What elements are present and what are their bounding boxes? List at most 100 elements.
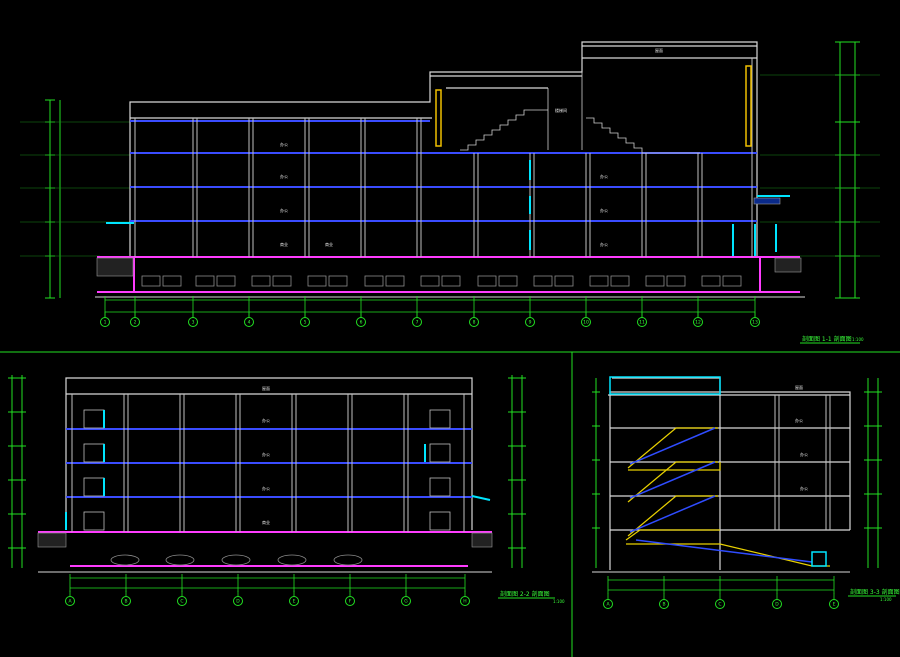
view-title: 剖面图 2-2 剖面图 bbox=[500, 590, 550, 598]
axis-label: 4 bbox=[248, 320, 251, 326]
axis-label: 2 bbox=[134, 320, 137, 326]
axis-label: 5 bbox=[304, 320, 307, 326]
axis-label: D bbox=[236, 599, 240, 605]
axis-bubble bbox=[65, 596, 75, 606]
axis-bubbles-3: A B C D E bbox=[603, 593, 839, 609]
room-label: 屋面 bbox=[262, 385, 270, 391]
view-title: 剖面图 3-3 剖面图 bbox=[850, 588, 900, 596]
axis-label: A bbox=[68, 599, 72, 605]
view-frames bbox=[0, 351, 900, 657]
axis-bubble bbox=[693, 317, 703, 327]
level-lines bbox=[20, 74, 880, 257]
foundation-hatch bbox=[96, 197, 802, 277]
left-level-marks bbox=[592, 378, 600, 568]
axis-bubble bbox=[750, 317, 760, 327]
room-label: 屋面 bbox=[795, 384, 803, 390]
axis-label: 11 bbox=[639, 320, 645, 326]
axis-label: 6 bbox=[360, 320, 363, 326]
axis-bubble bbox=[121, 596, 131, 606]
upper-stairs bbox=[460, 72, 700, 154]
room-labels-2: 屋面 办公 办公 办公 商业 bbox=[262, 385, 270, 525]
exit-door bbox=[811, 551, 827, 567]
columns bbox=[71, 394, 465, 532]
axis-bubble bbox=[460, 596, 470, 606]
axis-bubble bbox=[581, 317, 591, 327]
axis-bubble bbox=[244, 317, 254, 327]
axis-label: B bbox=[662, 602, 665, 608]
axis-bubble bbox=[356, 317, 366, 327]
axis-label: 8 bbox=[473, 320, 476, 326]
room-label: 办公 bbox=[800, 451, 808, 457]
axis-label: C bbox=[180, 599, 183, 605]
axis-bubble bbox=[401, 596, 411, 606]
right-level-marks bbox=[508, 375, 526, 568]
axis-bubble bbox=[412, 317, 422, 327]
section-3-3-drawing: 屋面 办公 办公 办公 A B C D E 剖面图 3-3 剖面图 1:100 bbox=[592, 376, 900, 609]
facade-panel bbox=[435, 89, 442, 147]
axis-bubble bbox=[233, 596, 243, 606]
room-label: 商业 bbox=[280, 241, 288, 247]
axis-bubble bbox=[345, 596, 355, 606]
windows bbox=[106, 160, 790, 256]
room-label: 办公 bbox=[280, 141, 288, 147]
axis-label: F bbox=[349, 599, 352, 605]
foundation-hatch bbox=[37, 532, 493, 548]
axis-label: 1 bbox=[104, 320, 107, 326]
room-label: 楼梯间 bbox=[555, 107, 567, 113]
view-scale: 1:100 bbox=[880, 597, 892, 602]
stair-handrails bbox=[629, 427, 813, 563]
axis-label: C bbox=[718, 602, 721, 608]
room-label: 办公 bbox=[600, 173, 608, 179]
room-label: 办公 bbox=[280, 207, 288, 213]
axis-bubble bbox=[188, 317, 198, 327]
view-scale: 1:100 bbox=[553, 599, 565, 604]
axis-label: A bbox=[606, 602, 610, 608]
axis-bubble bbox=[525, 317, 535, 327]
axis-label: E bbox=[833, 602, 836, 608]
axis-bubble bbox=[469, 317, 479, 327]
room-label: 办公 bbox=[800, 485, 808, 491]
room-labels-3: 屋面 办公 办公 办公 bbox=[795, 384, 808, 491]
axis-label: 10 bbox=[583, 320, 589, 326]
axis-bubble bbox=[603, 599, 613, 609]
axis-label: H bbox=[463, 599, 466, 605]
dimension-lines bbox=[69, 574, 466, 592]
axis-bubble bbox=[637, 317, 647, 327]
right-level-marks bbox=[864, 378, 882, 568]
axis-bubble bbox=[715, 599, 725, 609]
view-title: 剖面图 1-1 剖面图 bbox=[802, 335, 852, 343]
facade-panel bbox=[745, 65, 752, 147]
windows bbox=[65, 410, 491, 530]
axis-label: 7 bbox=[416, 320, 419, 326]
room-label: 办公 bbox=[262, 417, 270, 423]
ground-slab bbox=[38, 531, 492, 567]
axis-bubble bbox=[300, 317, 310, 327]
left-level-marks bbox=[8, 375, 26, 568]
room-labels-1: 办公 办公 办公 商业 商业 办公 办公 办公 楼梯间 屋面 bbox=[280, 47, 663, 247]
axis-bubble bbox=[100, 317, 110, 327]
section-1-1-drawing: 办公 办公 办公 商业 商业 办公 办公 办公 楼梯间 屋面 123456789… bbox=[20, 41, 880, 344]
dimension-lines bbox=[607, 576, 835, 594]
columns bbox=[134, 58, 753, 257]
axis-label: G bbox=[404, 599, 408, 605]
room-label: 办公 bbox=[600, 241, 608, 247]
roof-parapet bbox=[609, 376, 721, 395]
room-label: 屋面 bbox=[655, 47, 663, 53]
building-outline bbox=[129, 41, 758, 258]
axis-bubble bbox=[289, 596, 299, 606]
axis-bubble bbox=[772, 599, 782, 609]
room-label: 办公 bbox=[262, 485, 270, 491]
room-label: 商业 bbox=[325, 241, 333, 247]
axis-label: 12 bbox=[695, 320, 701, 326]
view-scale: 1:100 bbox=[852, 337, 864, 342]
room-label: 办公 bbox=[600, 207, 608, 213]
axis-label: 3 bbox=[192, 320, 195, 326]
parking-cars bbox=[110, 554, 363, 566]
axis-label: D bbox=[775, 602, 779, 608]
room-label: 商业 bbox=[262, 519, 270, 525]
axis-bubble bbox=[130, 317, 140, 327]
